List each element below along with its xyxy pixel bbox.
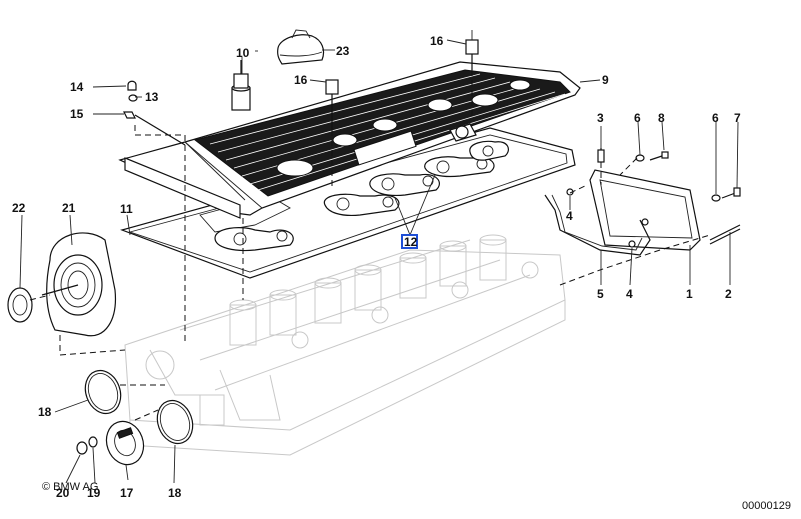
oil-filler-cap [277,29,325,65]
label-11[interactable]: 11 [120,202,133,216]
label-21[interactable]: 21 [62,201,76,215]
valve-cover [118,61,581,219]
label-13[interactable]: 13 [145,90,159,104]
label-10[interactable]: 10 [236,46,250,60]
label-16-top[interactable]: 16 [430,34,444,48]
highlight-box [401,234,418,249]
label-3[interactable]: 3 [597,111,604,125]
o-rings [84,369,194,445]
label-18-left[interactable]: 18 [38,405,52,419]
part-10-sleeve [231,60,251,111]
parts-13-14-15 [123,80,186,146]
label-1[interactable]: 1 [686,287,693,301]
bolts-and-studs [597,148,741,245]
label-15[interactable]: 15 [70,107,84,121]
label-9[interactable]: 9 [602,73,609,87]
label-2[interactable]: 2 [725,287,732,301]
nut-and-washer [76,436,98,455]
label-4-top[interactable]: 4 [566,209,573,223]
radial-seal [7,287,33,323]
label-16-mid[interactable]: 16 [294,73,308,87]
spark-plug-gaskets [214,140,509,252]
assembly-lines [29,70,711,421]
label-17[interactable]: 17 [120,486,134,500]
label-22[interactable]: 22 [12,201,26,215]
end-cover [105,420,145,466]
label-18-bottom[interactable]: 18 [168,486,182,500]
leader-lines [19,39,739,484]
label-23[interactable]: 23 [336,44,350,58]
part-labels: 10 23 16 16 9 14 13 15 11 21 22 12 3 6 8… [12,34,741,500]
label-5[interactable]: 5 [597,287,604,301]
label-4-bottom[interactable]: 4 [626,287,633,301]
label-6-left[interactable]: 6 [634,111,641,125]
label-20[interactable]: 20 [56,486,70,500]
label-8[interactable]: 8 [658,111,665,125]
timing-cover [41,232,117,337]
label-19[interactable]: 19 [87,486,101,500]
diagram-id: 00000129 [742,500,791,512]
label-6-right[interactable]: 6 [712,111,719,125]
label-14[interactable]: 14 [70,80,84,94]
label-7[interactable]: 7 [734,111,741,125]
part-16-stud [325,30,479,130]
rear-gasket-bracket [544,169,701,256]
label-12[interactable]: 12 [404,235,418,249]
copyright-text: © BMW AG [42,481,98,493]
